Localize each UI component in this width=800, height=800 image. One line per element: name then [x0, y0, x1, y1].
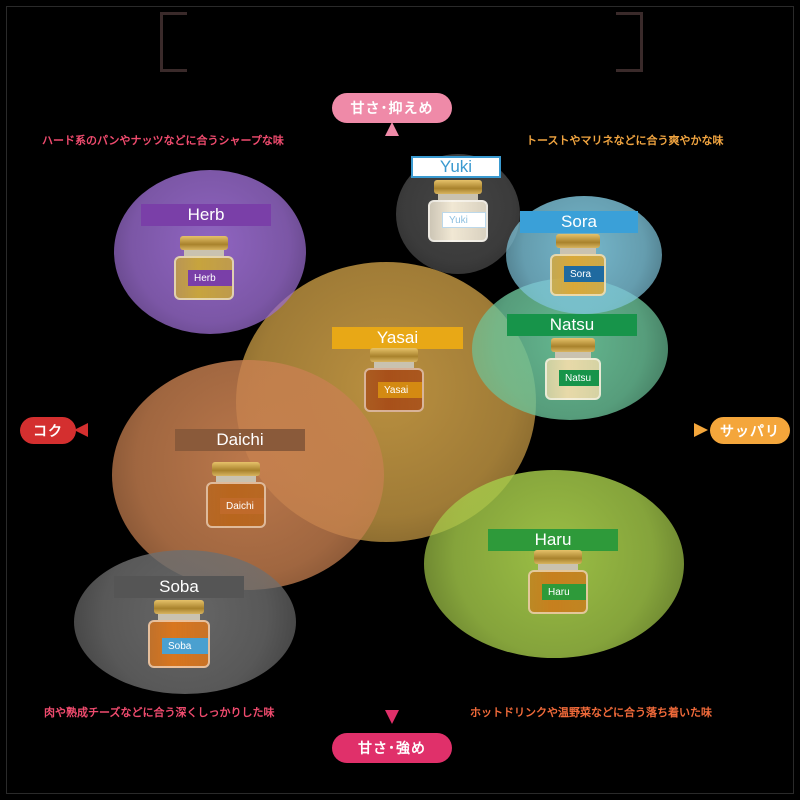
axis-label-top: 甘さ･抑えめ — [332, 93, 452, 123]
daichi-jar: Daichi — [206, 462, 266, 528]
soba-jar: Soba — [148, 600, 210, 668]
yuki-jar: Yuki — [428, 180, 488, 242]
frame-right-line — [793, 6, 794, 794]
title-bracket-left — [160, 12, 187, 72]
haru-jar-tag: Haru — [542, 584, 586, 600]
daichi-jar-lid — [212, 462, 260, 476]
haru-jar-lid — [534, 550, 582, 564]
axis-label-right: サッパリ — [710, 417, 790, 444]
yasai-jar: Yasai — [364, 348, 424, 412]
yuki-jar-tag: Yuki — [442, 212, 486, 228]
title-bracket-right — [616, 12, 643, 72]
haru-label: Haru — [488, 529, 618, 551]
natsu-jar-neck — [555, 352, 591, 358]
herb-jar-neck — [184, 250, 224, 256]
soba-jar-tag: Soba — [162, 638, 208, 654]
soba-jar-neck — [158, 614, 200, 620]
horizontal-axis-arrow-right — [694, 423, 708, 437]
soba-jar-lid — [154, 600, 204, 614]
yasai-label: Yasai — [332, 327, 463, 349]
frame-left-line — [6, 6, 7, 794]
herb-jar-lid — [180, 236, 228, 250]
corner-text-bottom-left: 肉や熟成チーズなどに合う深くしっかりした味 — [44, 706, 275, 719]
daichi-label: Daichi — [175, 429, 305, 451]
yuki-jar-neck — [438, 194, 478, 200]
corner-text-bottom-right: ホットドリンクや温野菜などに合う落ち着いた味 — [470, 706, 712, 719]
yasai-jar-lid — [370, 348, 418, 362]
daichi-jar-tag: Daichi — [220, 498, 264, 514]
daichi-jar-neck — [216, 476, 256, 482]
yuki-jar-lid — [434, 180, 482, 194]
yuki-label: Yuki — [411, 156, 501, 178]
sora-jar-neck — [560, 248, 596, 254]
soba-label: Soba — [114, 576, 244, 598]
axis-label-left: コク — [20, 417, 76, 444]
herb-jar-tag: Herb — [188, 270, 232, 286]
yasai-jar-tag: Yasai — [378, 382, 422, 398]
sora-jar: Sora — [550, 234, 606, 296]
sora-label: Sora — [520, 211, 638, 233]
vertical-axis-arrow-down — [385, 710, 399, 724]
natsu-jar: Natsu — [545, 338, 601, 400]
corner-text-top-left: ハード系のパンやナッツなどに合うシャープな味 — [42, 134, 284, 147]
haru-jar: Haru — [528, 550, 588, 614]
sora-jar-lid — [556, 234, 600, 248]
natsu-label: Natsu — [507, 314, 637, 336]
corner-text-top-right: トーストやマリネなどに合う爽やかな味 — [526, 134, 724, 147]
haru-jar-neck — [538, 564, 578, 570]
sora-jar-tag: Sora — [564, 266, 604, 282]
natsu-jar-lid — [551, 338, 595, 352]
herb-label: Herb — [141, 204, 271, 226]
axis-label-bottom: 甘さ･強め — [332, 733, 452, 763]
frame-bottom-line — [6, 793, 794, 794]
yasai-jar-neck — [374, 362, 414, 368]
herb-jar: Herb — [174, 236, 234, 300]
frame-top-line — [6, 6, 794, 7]
horizontal-axis-arrow-left — [74, 423, 88, 437]
vertical-axis-arrow-up — [385, 122, 399, 136]
natsu-jar-tag: Natsu — [559, 370, 599, 386]
